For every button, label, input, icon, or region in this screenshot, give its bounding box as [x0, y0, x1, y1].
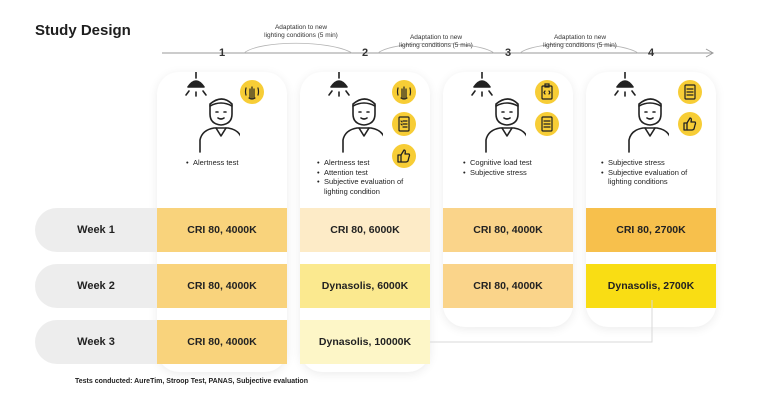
adaptation-line-1: Adaptation to new	[553, 34, 607, 41]
adaptation-line-1: Adaptation to new	[274, 24, 328, 31]
condition-cell: Dynasolis, 6000K	[300, 264, 430, 308]
test-item: Subjective evaluation of lighting condit…	[601, 168, 711, 187]
week-label-2: Week 2	[35, 264, 157, 308]
page-title: Study Design	[35, 22, 131, 39]
week3-connector	[430, 300, 653, 343]
test-item: Alertness test	[317, 158, 427, 168]
adaptation-line-1: Adaptation to new	[409, 34, 463, 41]
code-clipboard-icon	[535, 80, 559, 104]
step-number-4: 4	[647, 47, 655, 59]
step-number-3: 3	[504, 47, 512, 59]
condition-cell: CRI 80, 4000K	[157, 320, 287, 364]
adaptation-line-2: lighting conditions (5 min)	[543, 42, 617, 49]
test-item: Subjective evaluation of lighting condit…	[317, 177, 427, 196]
lamp-person-icon	[471, 72, 526, 153]
condition-cell: CRI 80, 6000K	[300, 208, 430, 252]
test-item: Subjective stress	[463, 168, 568, 178]
hand-scan-icon	[240, 80, 264, 104]
test-list-3: Cognitive load test Subjective stress	[463, 158, 568, 177]
condition-cell: CRI 80, 2700K	[586, 208, 716, 252]
test-list-1: Alertness test	[186, 158, 286, 168]
document-icon	[535, 112, 559, 136]
test-item: Cognitive load test	[463, 158, 568, 168]
condition-cell: CRI 80, 4000K	[443, 264, 573, 308]
step-number-1: 1	[218, 47, 226, 59]
document-icon	[678, 80, 702, 104]
week-label-3: Week 3	[35, 320, 157, 364]
condition-cell: CRI 80, 4000K	[157, 264, 287, 308]
week-label-1: Week 1	[35, 208, 157, 252]
test-list-2: Alertness test Attention test Subjective…	[317, 158, 427, 196]
lamp-person-icon	[328, 72, 383, 153]
adaptation-line-2: lighting conditions (5 min)	[264, 32, 338, 39]
timeline-arrow	[162, 42, 715, 58]
adaptation-line-2: lighting conditions (5 min)	[399, 42, 473, 49]
lamp-person-icon	[185, 72, 240, 153]
adaptation-label-1: Adaptation to new lighting conditions (5…	[236, 24, 366, 40]
test-list-4: Subjective stress Subjective evaluation …	[601, 158, 711, 187]
adaptation-label-2: Adaptation to new lighting conditions (5…	[371, 34, 501, 50]
test-item: Alertness test	[186, 158, 286, 168]
step-number-2: 2	[361, 47, 369, 59]
condition-cell: Dynasolis, 2700K	[586, 264, 716, 308]
adaptation-label-3: Adaptation to new lighting conditions (5…	[515, 34, 645, 50]
test-item: Subjective stress	[601, 158, 711, 168]
thumbs-up-icon	[678, 112, 702, 136]
checklist-icon	[392, 112, 416, 136]
test-item: Attention test	[317, 168, 427, 178]
hand-scan-icon	[392, 80, 416, 104]
condition-cell: CRI 80, 4000K	[443, 208, 573, 252]
footnote: Tests conducted: AureTim, Stroop Test, P…	[75, 378, 308, 385]
lamp-person-icon	[614, 72, 669, 153]
condition-cell: Dynasolis, 10000K	[300, 320, 430, 364]
condition-cell: CRI 80, 4000K	[157, 208, 287, 252]
